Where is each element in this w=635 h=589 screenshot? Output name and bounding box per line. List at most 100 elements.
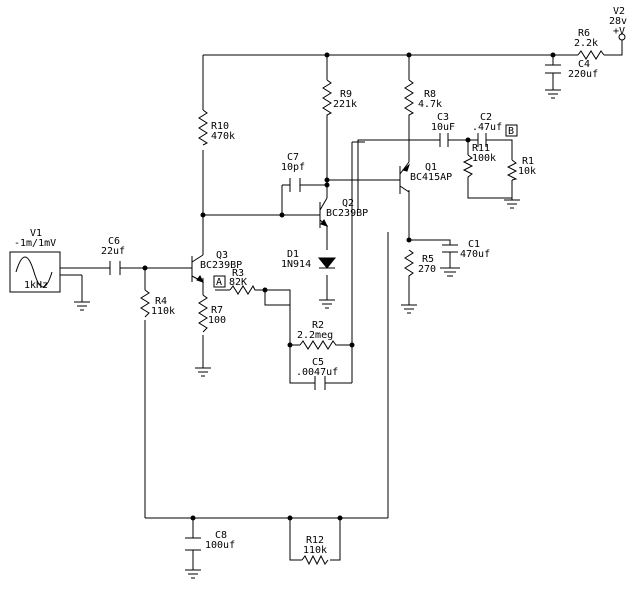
r9-value: 221k (333, 99, 357, 110)
c2-value: .47uf (472, 122, 502, 133)
q3-value: BC239BP (200, 260, 242, 271)
r3-resistor (229, 284, 258, 295)
c5-capacitor (314, 376, 326, 390)
r7-ref: R7 (211, 305, 223, 316)
c6-value: 22uf (101, 246, 125, 257)
r5-ref: R5 (422, 254, 434, 265)
q2-value: BC239BP (326, 208, 368, 219)
probe-a[interactable]: A (213, 275, 226, 288)
v2-ref: V2 (613, 6, 625, 17)
c8-value: 100uf (205, 540, 235, 551)
r8-ref: R8 (424, 89, 436, 100)
ground-icon (401, 304, 417, 314)
q1-value: BC415AP (410, 172, 452, 183)
c7-capacitor (289, 178, 301, 192)
r4-value: 110k (151, 306, 175, 317)
q2-transistor (319, 197, 328, 228)
r3-ref: R3 (232, 268, 244, 279)
r11-resistor (462, 154, 474, 180)
c4-capacitor (545, 64, 561, 74)
wires (60, 40, 623, 570)
r5-value: 270 (418, 264, 436, 275)
ground-icon (545, 89, 561, 99)
r9-resistor (322, 79, 333, 120)
c6-ref: C6 (108, 236, 120, 247)
ground-icon (319, 299, 335, 309)
r11-ref: R11 (472, 143, 490, 154)
ground-icon (185, 569, 201, 579)
r10-resistor (198, 109, 209, 146)
r9-ref: R9 (340, 89, 352, 100)
c8-capacitor (185, 537, 201, 551)
q1-transistor (399, 161, 411, 194)
v1-ref: V1 (30, 228, 42, 239)
c1-ref: C1 (468, 239, 480, 250)
v2-value: 28v (609, 16, 627, 27)
r12-ref: R12 (306, 535, 324, 546)
r1-value: 10k (518, 166, 536, 177)
r8-value: 4.7k (418, 99, 442, 110)
c2-capacitor (477, 133, 487, 147)
c3-value: 10uF (431, 122, 455, 133)
ground-icon (195, 367, 211, 377)
c3-capacitor (439, 133, 449, 147)
c5-ref: C5 (312, 357, 324, 368)
ground-icon (74, 301, 90, 311)
r7-value: 100 (208, 315, 226, 326)
c3-ref: C3 (437, 112, 449, 123)
labels: V2 28v +V R6 2.2k C4 220uf R8 4.7k R9 22… (14, 6, 627, 556)
c8-ref: C8 (215, 530, 227, 541)
v1-freq: 1kHz (24, 280, 48, 291)
r1-ref: R1 (522, 156, 534, 167)
q3-ref: Q3 (216, 250, 228, 261)
r3-value: 82K (229, 277, 247, 288)
c7-ref: C7 (287, 152, 299, 163)
r6-value: 2.2k (574, 38, 598, 49)
q1-ref: Q1 (425, 162, 437, 173)
resistors (140, 50, 605, 566)
r10-ref: R10 (211, 121, 229, 132)
q2-ref: Q2 (342, 198, 354, 209)
r12-resistor (301, 554, 329, 566)
r7-resistor (198, 294, 208, 333)
r2-resistor (299, 340, 340, 350)
c4-ref: C4 (578, 59, 590, 70)
v2-extra: +V (613, 26, 625, 37)
sine-wave-icon (15, 256, 53, 288)
v1-value: -1m/1mV (14, 238, 56, 249)
svg-text:A: A (216, 277, 222, 288)
grounds (74, 89, 561, 579)
r4-resistor (140, 289, 150, 318)
r8-resistor (404, 79, 415, 120)
svg-text:B: B (508, 126, 514, 137)
r6-resistor (577, 50, 605, 60)
r2-ref: R2 (312, 320, 324, 331)
ground-icon (504, 199, 520, 209)
r10-value: 470k (211, 131, 235, 142)
c1-value: 470uf (460, 249, 490, 260)
d1-diode (317, 257, 337, 269)
v1-source (9, 251, 82, 293)
c5-value: .0047uf (296, 367, 338, 378)
q3-transistor (185, 254, 204, 283)
probe-b[interactable]: B (505, 124, 518, 137)
r4-ref: R4 (155, 296, 167, 307)
d1-ref: D1 (287, 249, 299, 260)
capacitors (109, 64, 561, 551)
c7-value: 10pf (281, 162, 305, 173)
junctions (142, 52, 556, 521)
r6-ref: R6 (578, 28, 590, 39)
c6-capacitor (109, 261, 121, 275)
c4-value: 220uf (568, 69, 598, 80)
r2-value: 2.2meg (297, 330, 333, 341)
r12-value: 110k (303, 545, 327, 556)
c1-capacitor (442, 244, 458, 253)
r5-resistor (404, 249, 414, 280)
ground-icon (440, 267, 460, 277)
v2-terminal (618, 33, 626, 41)
r11-value: 100k (472, 153, 496, 164)
d1-value: 1N914 (281, 259, 311, 270)
c2-ref: C2 (480, 112, 492, 123)
r1-resistor (506, 159, 518, 181)
